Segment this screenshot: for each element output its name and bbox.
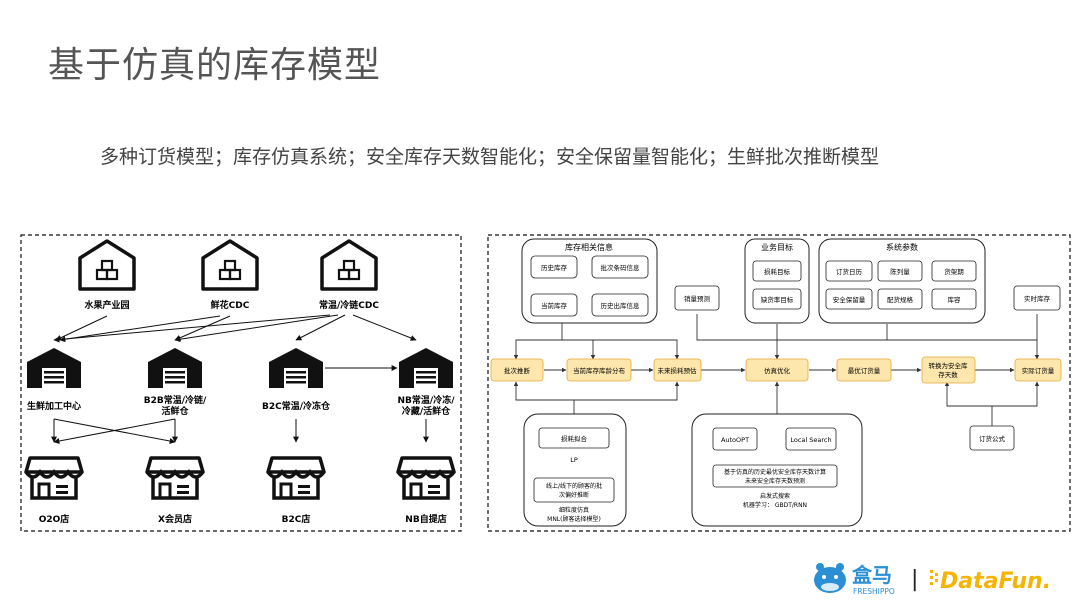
warehouse-label: 水果产业园 — [84, 299, 129, 311]
warehouse-label: 鲜花CDC — [211, 299, 250, 311]
page-subtitle: 多种订货模型；库存仿真系统；安全库存天数智能化；安全保留量智能化；生鲜批次推断模… — [100, 146, 880, 168]
node-label: 未来安全库存天数预测 — [745, 477, 805, 485]
hub-label: B2B常温/冷链/ — [144, 394, 207, 406]
distribution-center-icon — [399, 348, 453, 388]
flow-node-age-distribution: 当前库存库龄分布 — [573, 366, 626, 375]
freshippo-cn-text: 盒马 — [851, 563, 892, 587]
node-label: AutoOPT — [721, 436, 749, 444]
node-label: 库容 — [948, 295, 962, 304]
datafun-mark-icon — [930, 570, 938, 585]
node-label: 订货日历 — [836, 267, 863, 276]
system-params-group: 系统参数 订货日历 陈列量 货架期 安全保留量 配货规格 库容 — [818, 238, 986, 324]
warehouse-icon — [320, 239, 378, 291]
flow-node-convert-days: 转换为安全库 — [929, 361, 969, 370]
hub-label: B2C常温/冷冻仓 — [262, 400, 331, 412]
warehouse-icon — [201, 239, 259, 291]
warehouse-icon — [78, 239, 136, 291]
hub-label: 生鲜加工中心 — [27, 400, 81, 412]
store-label: B2C店 — [282, 513, 311, 525]
node-label: 货架期 — [944, 267, 964, 276]
hub-label: 活鲜仓 — [161, 405, 189, 417]
group-title: 系统参数 — [886, 242, 918, 252]
logo-bar: 盒马 FRESHIPPO | DataFun. — [808, 556, 1080, 600]
warehouse-label: 常温/冷链CDC — [319, 299, 379, 311]
supply-network-diagram: 水果产业园 鲜花CDC 常温/冷链CDC 生鲜加工中心 B2B常温/冷链/ 活鲜… — [20, 234, 462, 532]
page-title: 基于仿真的库存模型 — [48, 45, 382, 86]
node-label: 批次条码信息 — [601, 263, 641, 272]
distribution-center-icon — [269, 348, 323, 388]
group-title: 库存相关信息 — [565, 242, 613, 252]
node-label: 次偏好推断 — [559, 491, 589, 499]
node-label: 当前库存 — [541, 301, 568, 310]
node-label: 损耗拟合 — [561, 434, 588, 443]
freshippo-en-text: FRESHIPPO — [853, 587, 895, 596]
hippo-mascot-icon — [814, 563, 846, 593]
node-label: Local Search — [790, 436, 831, 444]
node-label: LP — [570, 456, 578, 464]
group-footnote: 细粒度仿真 — [559, 506, 589, 514]
store-icon — [145, 456, 205, 500]
hub-label: 冷藏/活鲜仓 — [402, 405, 451, 417]
flow-node-batch-inference: 批次推断 — [504, 366, 531, 375]
node-label: 基于仿真的历史最优安全库存天数计算 — [724, 468, 826, 476]
node-label: 历史库存 — [541, 263, 568, 272]
sales-forecast-node: 销量预测 — [684, 294, 711, 303]
store-icon — [24, 456, 84, 500]
node-label: 缺货率目标 — [761, 295, 794, 304]
realtime-inventory-node: 实时库存 — [1024, 294, 1051, 303]
flow-node-optimal-order: 最优订货量 — [848, 366, 881, 375]
distribution-center-icon — [27, 348, 81, 388]
hub-label: NB常温/冷冻/ — [398, 394, 456, 406]
flow-node-actual-order: 实际订货量 — [1022, 366, 1055, 375]
store-label: X会员店 — [158, 513, 192, 525]
store-label: NB自提店 — [405, 513, 446, 525]
flow-node-simulation-opt: 仿真优化 — [764, 366, 791, 375]
node-label: 安全保留量 — [833, 295, 866, 304]
node-label: 历史出库信息 — [601, 301, 641, 310]
group-footnote: MNL(顾客选择模型) — [547, 515, 601, 523]
group-title: 业务目标 — [761, 242, 793, 252]
optimization-group: AutoOPT Local Search 基于仿真的历史最优安全库存天数计算 未… — [691, 413, 863, 527]
business-target-group: 业务目标 损耗目标 缺货率目标 — [744, 238, 810, 324]
group-footnote: 机器学习： GBDT/RNN — [743, 501, 807, 509]
node-label: 陈列量 — [890, 267, 910, 276]
simulation-flow-diagram: 库存相关信息 历史库存 批次条码信息 当前库存 历史出库信息 销量预测 业务目标… — [487, 234, 1071, 532]
node-label: 损耗目标 — [764, 267, 791, 276]
logo-separator: | — [911, 567, 918, 592]
store-icon — [266, 456, 326, 500]
node-label: 配货规格 — [887, 295, 914, 304]
distribution-center-icon — [148, 348, 202, 388]
flow-node-convert-days: 存天数 — [938, 370, 958, 379]
group-footnote: 启发式搜索 — [760, 492, 790, 500]
store-label: O2O店 — [39, 513, 70, 525]
inventory-info-group: 库存相关信息 历史库存 批次条码信息 当前库存 历史出库信息 — [521, 238, 658, 324]
node-label: 线上/线下的顾客的批 — [546, 482, 602, 490]
loss-fit-group: 损耗拟合 LP 线上/线下的顾客的批 次偏好推断 细粒度仿真 MNL(顾客选择模… — [523, 413, 627, 527]
flow-row: 批次推断 当前库存库龄分布 未来损耗预估 仿真优化 最优订货量 转换为安全库 存… — [490, 356, 1062, 384]
flow-node-loss-estimate: 未来损耗预估 — [658, 366, 698, 375]
store-icon — [396, 456, 456, 500]
datafun-logo-text: DataFun. — [940, 569, 1051, 594]
order-formula-node: 订货公式 — [979, 434, 1006, 443]
